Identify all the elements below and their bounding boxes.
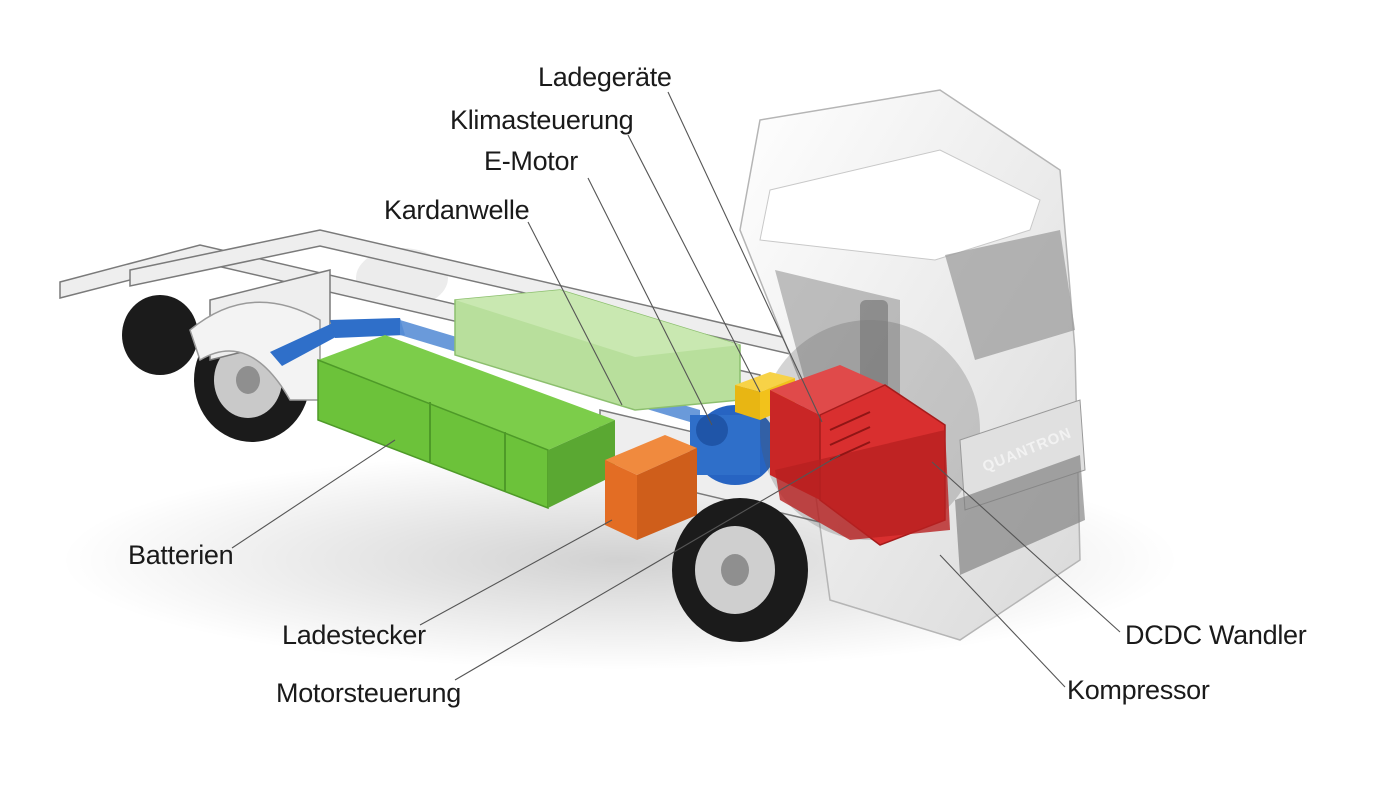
leader-kompressor [939, 554, 1066, 688]
label-kardanwelle: Kardanwelle [384, 195, 530, 225]
leader-ladegeraete [667, 91, 823, 423]
label-ladestecker: Ladestecker [282, 620, 426, 650]
label-dcdc: DCDC Wandler [1125, 620, 1307, 650]
label-emotor: E-Motor [484, 146, 578, 176]
leader-klimasteuerung [627, 134, 761, 393]
label-ladegeraete: Ladegeräte [538, 62, 672, 92]
label-klimasteuerung: Klimasteuerung [450, 105, 634, 135]
charge-connector [605, 435, 697, 540]
e-motor [690, 405, 777, 485]
label-kompressor: Kompressor [1067, 675, 1210, 705]
front-battery [317, 335, 615, 510]
leader-kardanwelle [527, 221, 623, 406]
label-motorsteuerung: Motorsteuerung [276, 678, 461, 708]
leader-emotor [587, 177, 713, 426]
leader-motorsteuerung [454, 454, 841, 681]
leader-dcdc [931, 461, 1121, 633]
leader-batterien [231, 439, 396, 549]
charger-unit [770, 365, 950, 546]
leader-ladestecker [419, 519, 613, 626]
label-batterien: Batterien [128, 540, 234, 570]
leader-lines [231, 91, 1121, 688]
front-wheel [672, 498, 808, 642]
